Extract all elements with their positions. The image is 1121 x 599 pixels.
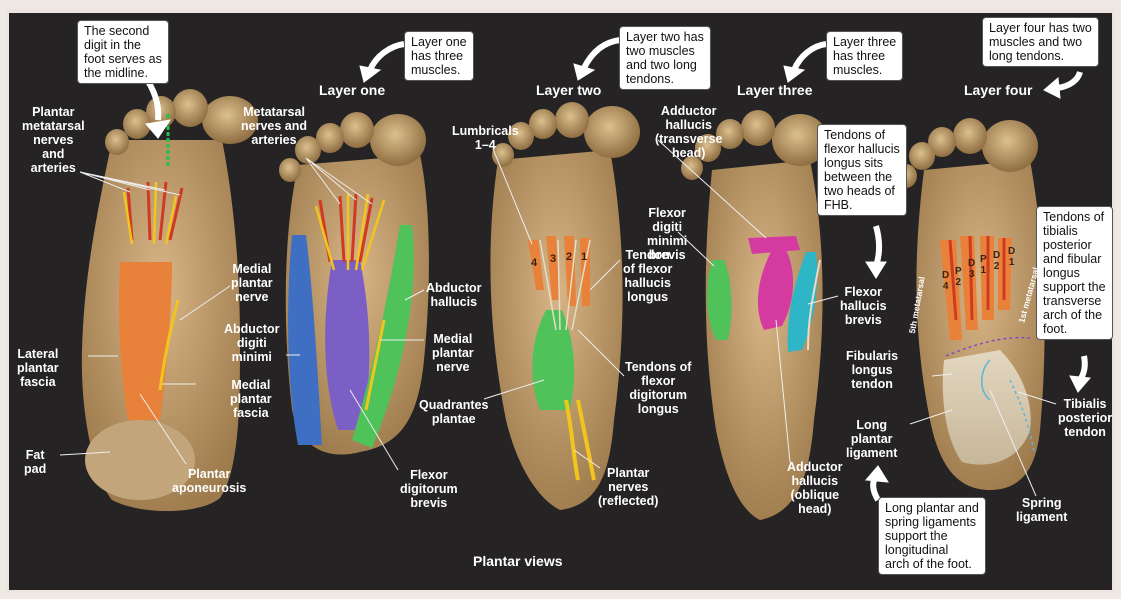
label-adductor-oblique: Adductor hallucis (oblique head) bbox=[787, 460, 843, 516]
lumbrical-number: 4 bbox=[531, 257, 538, 269]
lumbrical-number: 2 bbox=[566, 251, 573, 263]
label-abductor-digiti-minimi: Abductor digiti minimi bbox=[224, 322, 280, 364]
interosseous-mark: P 1 bbox=[980, 254, 987, 276]
callout-layer-four: Layer four has two muscles and two long … bbox=[982, 17, 1099, 67]
interosseous-mark: D 2 bbox=[993, 250, 1001, 272]
label-adductor-transverse: Adductor hallucis (transverse head) bbox=[655, 104, 723, 160]
heading-layer-two: Layer two bbox=[536, 82, 602, 98]
label-plantar-nerves: Plantar nerves (reflected) bbox=[598, 466, 659, 508]
label-abductor-hallucis: Abductor hallucis bbox=[426, 281, 482, 309]
label-fibularis-longus: Fibularis longus tendon bbox=[846, 349, 899, 391]
interosseous-mark: D 1 bbox=[1008, 246, 1016, 268]
callout-transverse-arch: Tendons of tibialis posterior and fibula… bbox=[1036, 206, 1113, 340]
callout-layer-two: Layer two has two muscles and two long t… bbox=[619, 26, 711, 90]
leader-lines bbox=[59, 139, 1057, 497]
label-tendon-fhl: Tendon of flexor hallucis longus bbox=[623, 248, 673, 304]
interosseous-mark: D 4 bbox=[942, 270, 950, 292]
label-plantar-aponeurosis: Plantar aponeurosis bbox=[172, 467, 247, 495]
heading-layer-four: Layer four bbox=[964, 82, 1033, 98]
interosseous-mark: P 2 bbox=[955, 266, 962, 288]
label-lateral-plantar-fascia: Lateral plantar fascia bbox=[17, 347, 59, 389]
label-fat-pad: Fat pad bbox=[24, 448, 47, 476]
label-tendons-fdl: Tendons of flexor digitorum longus bbox=[625, 360, 692, 416]
heading-layer-three: Layer three bbox=[737, 82, 813, 98]
heading-layer-one: Layer one bbox=[319, 82, 386, 98]
foot-layer-two bbox=[490, 102, 640, 510]
foot-layer-one bbox=[279, 112, 429, 455]
label-medial-plantar-fascia: Medial plantar fascia bbox=[230, 378, 272, 420]
label-lumbricals: Lumbricals 1–4 bbox=[452, 124, 519, 152]
callout-arrows bbox=[135, 37, 1092, 502]
callout-layer-three: Layer three has three muscles. bbox=[826, 31, 904, 81]
callout-longitudinal-arch: Long plantar and spring ligaments suppor… bbox=[878, 497, 986, 575]
label-tibialis-posterior: Tibialis posterior tendon bbox=[1058, 397, 1113, 439]
label-medial-plantar-nerve-1: Medial plantar nerve bbox=[231, 262, 273, 304]
lumbrical-number: 1 bbox=[581, 251, 588, 263]
label-metatarsal-nerves: Metatarsal nerves and arteries bbox=[241, 105, 308, 147]
foot-layer-four bbox=[895, 118, 1045, 490]
label-medial-plantar-nerve-2: Medial plantar nerve bbox=[432, 332, 474, 374]
label-long-plantar-ligament: Long plantar ligament bbox=[846, 418, 898, 460]
label-flexor-digiti-minimi: Flexor digiti minimi brevis bbox=[647, 206, 688, 262]
label-quadrantes-plantae: Quadrantes plantae bbox=[419, 398, 489, 426]
figure-caption: Plantar views bbox=[473, 553, 563, 569]
foot-layer-three bbox=[681, 110, 828, 520]
lumbrical-number: 3 bbox=[550, 253, 557, 265]
label-spring-ligament: Spring ligament bbox=[1016, 496, 1068, 524]
interosseous-mark: D 3 bbox=[968, 258, 976, 280]
callout-midline: The second digit in the foot serves as t… bbox=[77, 20, 169, 84]
label-plantar-metatarsal: Plantar metatarsal nerves and arteries bbox=[22, 105, 85, 175]
callout-fhl-tendon: Tendons of flexor hallucis longus sits b… bbox=[817, 124, 907, 216]
callout-layer-one: Layer one has three muscles. bbox=[404, 31, 474, 81]
label-flexor-hallucis-brevis: Flexor hallucis brevis bbox=[840, 285, 887, 327]
label-flexor-digitorum-brevis: Flexor digitorum brevis bbox=[400, 468, 458, 510]
